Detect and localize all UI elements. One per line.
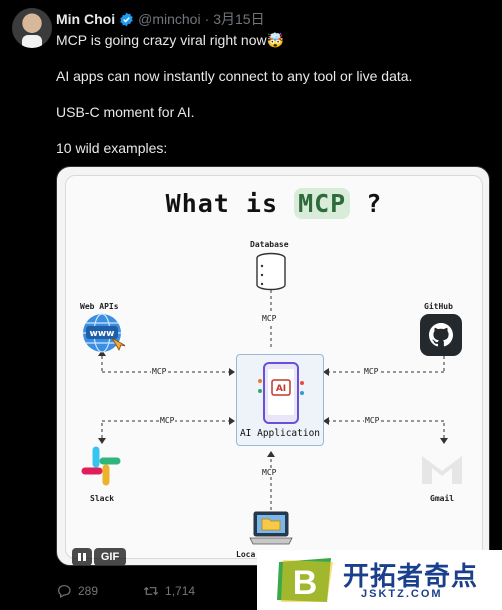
reply-count: 289 bbox=[78, 584, 99, 598]
header-separator: · bbox=[204, 11, 210, 27]
tweet-media-gif[interactable]: What is MCP ? bbox=[56, 166, 490, 566]
author-avatar[interactable] bbox=[12, 8, 52, 48]
node-label-gmail: Gmail bbox=[430, 494, 455, 503]
gif-badge: GIF bbox=[94, 548, 126, 565]
repost-button[interactable]: 1,714 bbox=[143, 583, 195, 599]
edge-label-local: MCP bbox=[261, 468, 278, 477]
reply-icon bbox=[58, 585, 71, 599]
ai-application-node: AI AI Application bbox=[236, 354, 324, 446]
author-handle[interactable]: @minchoi bbox=[138, 11, 201, 27]
pause-button[interactable] bbox=[72, 548, 92, 565]
pause-icon bbox=[78, 553, 86, 561]
database-icon bbox=[256, 252, 286, 291]
verified-badge-icon bbox=[120, 12, 133, 26]
node-label-github: GitHub bbox=[424, 302, 453, 311]
author-name[interactable]: Min Choi bbox=[56, 11, 116, 27]
tweet-paragraph: AI apps can now instantly connect to any… bbox=[56, 68, 413, 84]
tweet-paragraph: MCP is going crazy viral right now🤯 bbox=[56, 32, 285, 48]
tweet-actions: 289 1,714 bbox=[56, 583, 195, 599]
node-label-web-apis: Web APIs bbox=[80, 302, 119, 311]
edge-label-web-apis: MCP bbox=[151, 367, 168, 376]
edge-label-slack: MCP bbox=[159, 416, 176, 425]
edge-label-database: MCP bbox=[261, 314, 278, 323]
watermark-logo-icon: B bbox=[277, 558, 333, 602]
gif-controls: GIF bbox=[72, 548, 126, 565]
node-label-database: Database bbox=[250, 240, 289, 249]
diagram-title-highlight: MCP bbox=[294, 188, 351, 219]
slack-icon bbox=[81, 446, 121, 486]
tweet-text: MCP is going crazy viral right now🤯 AI a… bbox=[56, 31, 486, 157]
diagram-title-prefix: What is bbox=[165, 189, 278, 218]
laptop-folder-icon bbox=[249, 511, 293, 545]
globe-www-icon: www bbox=[83, 313, 125, 353]
tweet-paragraph: USB-C moment for AI. bbox=[56, 104, 195, 120]
tweet-header: Min Choi @minchoi · 3月15日 bbox=[56, 9, 265, 29]
repost-count: 1,714 bbox=[165, 584, 196, 598]
diagram-title: What is MCP ? bbox=[66, 188, 482, 219]
svg-text:www: www bbox=[90, 329, 115, 339]
ai-application-label: AI Application bbox=[239, 428, 321, 439]
ai-phone-icon: AI bbox=[258, 362, 304, 424]
watermark-title: 开拓者奇点 bbox=[343, 561, 479, 591]
repost-icon bbox=[143, 586, 159, 596]
gmail-icon bbox=[422, 456, 462, 484]
tweet-date[interactable]: 3月15日 bbox=[213, 11, 265, 27]
node-label-slack: Slack bbox=[90, 494, 115, 503]
reply-button[interactable]: 289 bbox=[56, 583, 98, 599]
github-icon bbox=[420, 314, 462, 356]
site-watermark: B 开拓者奇点 JSKTZ.COM bbox=[257, 550, 502, 610]
diagram-title-suffix: ? bbox=[366, 189, 383, 218]
svg-text:AI: AI bbox=[276, 384, 286, 394]
mcp-diagram: What is MCP ? bbox=[65, 175, 483, 565]
edge-label-gmail: MCP bbox=[364, 416, 381, 425]
node-label-local: Loca bbox=[236, 550, 256, 559]
svg-text:B: B bbox=[293, 564, 318, 602]
tweet-paragraph: 10 wild examples: bbox=[56, 140, 168, 156]
watermark-subtitle: JSKTZ.COM bbox=[361, 588, 443, 600]
edge-label-github: MCP bbox=[363, 367, 380, 376]
